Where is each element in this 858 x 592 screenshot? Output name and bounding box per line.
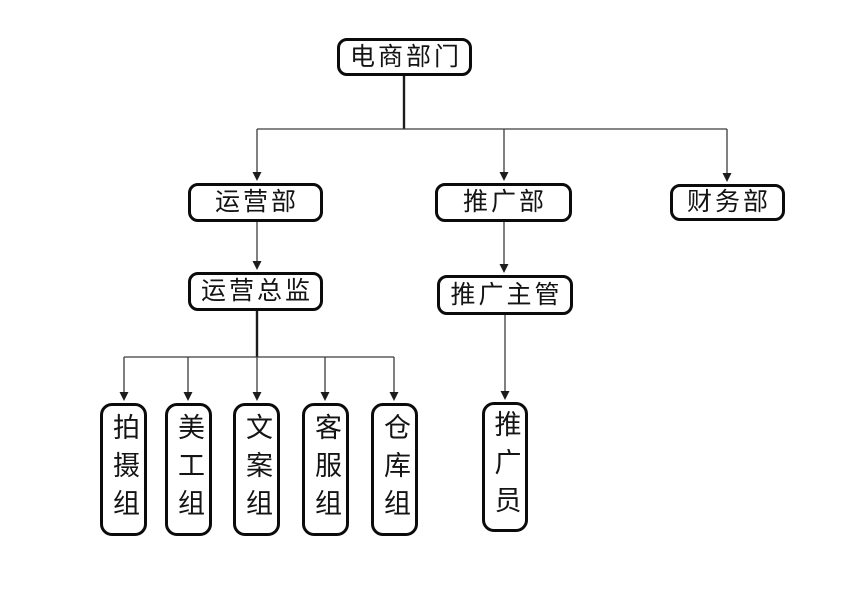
node-operations-director: 运营总监 <box>188 272 323 311</box>
node-promotion-supervisor: 推广主管 <box>437 275 573 315</box>
node-photography-group: 拍摄组 <box>100 403 147 536</box>
node-promoter: 推广员 <box>482 402 528 532</box>
node-warehouse-group: 仓库组 <box>371 403 418 536</box>
node-finance-dept: 财务部 <box>670 184 785 221</box>
node-customer-service-group: 客服组 <box>302 403 349 536</box>
node-art-group: 美工组 <box>165 403 212 536</box>
node-ecommerce-department: 电商部门 <box>337 38 472 76</box>
node-promotion-dept: 推广部 <box>435 183 572 222</box>
node-operations-dept: 运营部 <box>188 183 323 222</box>
node-copywriting-group: 文案组 <box>233 403 280 536</box>
